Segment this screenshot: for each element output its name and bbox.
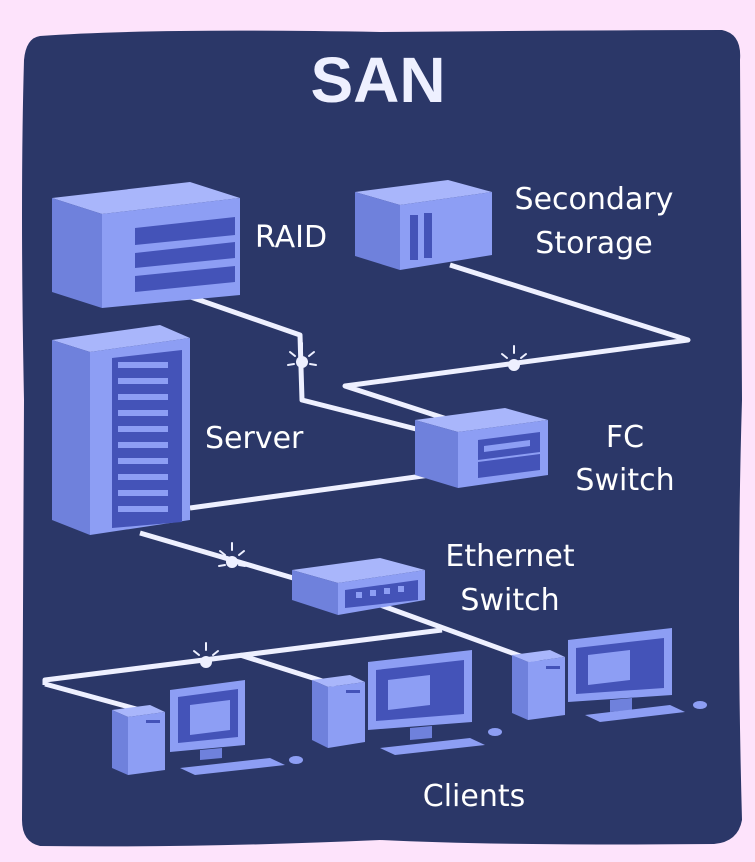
raid-storage-icon [52,182,240,308]
fc-switch-label-line2: Switch [575,463,674,498]
ethernet-switch-label-line2: Switch [460,583,559,618]
secondary-storage-label-line2: Storage [535,226,652,261]
clients-label: Clients [423,779,525,814]
cable-break-icon [287,342,317,368]
ethernet-switch-label-line1: Ethernet [445,539,574,574]
ethernet-switch-icon [292,558,425,615]
client-computer-icon [112,680,303,775]
cable-server-ethernet [139,530,301,583]
client-computer-icon [512,628,707,722]
raid-label: RAID [255,220,327,255]
cable-break-icon [501,345,527,371]
cable-break-icon [218,542,246,568]
client-computer-icon [312,650,502,755]
cable-server-fc [189,469,453,511]
diagram-title: SAN [310,44,445,116]
secondary-storage-label-line1: Secondary [515,182,674,217]
cable-client-bus [42,627,443,685]
secondary-storage-icon [355,180,492,270]
cable-break-icon [193,642,219,668]
cable-bus-client1 [44,681,141,713]
fc-switch-label-line1: FC [606,420,644,455]
server-label: Server [205,421,304,456]
fc-switch-icon [415,408,548,488]
server-tower-icon [52,325,190,535]
